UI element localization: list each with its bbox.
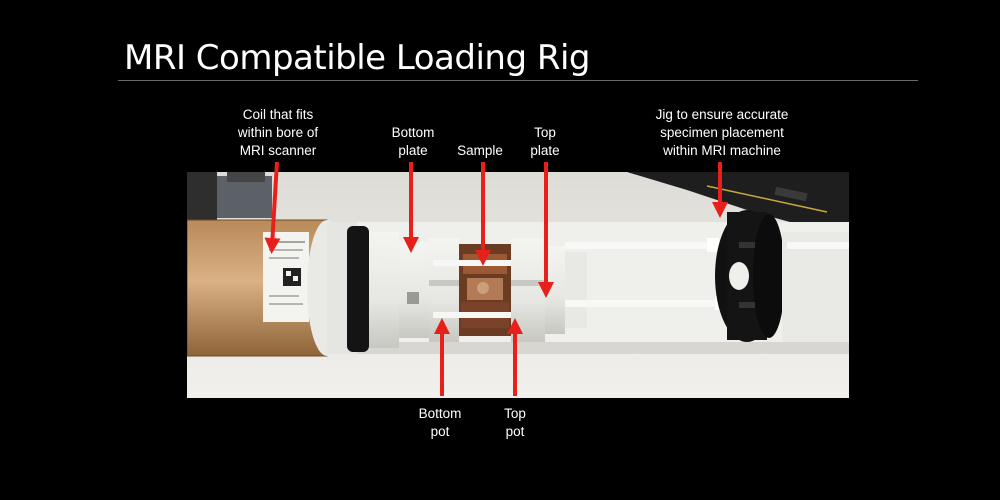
label-top-pot: Top pot: [480, 405, 550, 441]
label-top-pot-line-1: Top: [504, 406, 526, 421]
rig-photo: [187, 172, 849, 398]
label-top-pot-line-2: pot: [505, 424, 525, 439]
label-jig-line-2: specimen placement: [660, 125, 784, 140]
label-top-plate-line-2: plate: [530, 143, 560, 158]
label-sample-line-1: Sample: [457, 143, 503, 158]
label-coil-line-3: MRI scanner: [239, 143, 317, 158]
label-jig-line-1: Jig to ensure accurate: [655, 107, 789, 122]
label-jig: Jig to ensure accurate specimen placemen…: [632, 106, 812, 160]
label-top-plate-line-1: Top: [534, 125, 556, 140]
label-bottom-plate-line-2: plate: [398, 143, 428, 158]
label-jig-line-3: within MRI machine: [663, 143, 781, 158]
label-bottom-pot-line-1: Bottom: [418, 406, 462, 421]
slide-title: MRI Compatible Loading Rig: [124, 38, 591, 78]
label-sample: Sample: [440, 142, 520, 160]
label-coil: Coil that fits within bore of MRI scanne…: [218, 106, 338, 160]
title-divider: [118, 80, 918, 81]
label-bottom-pot-line-2: pot: [430, 424, 450, 439]
label-coil-line-2: within bore of: [237, 125, 319, 140]
label-top-plate: Top plate: [510, 124, 580, 160]
label-bottom-plate-line-1: Bottom: [391, 125, 435, 140]
label-bottom-pot: Bottom pot: [405, 405, 475, 441]
label-bottom-plate: Bottom plate: [378, 124, 448, 160]
arrow-coil: [264, 161, 281, 254]
label-coil-line-1: Coil that fits: [242, 107, 314, 122]
